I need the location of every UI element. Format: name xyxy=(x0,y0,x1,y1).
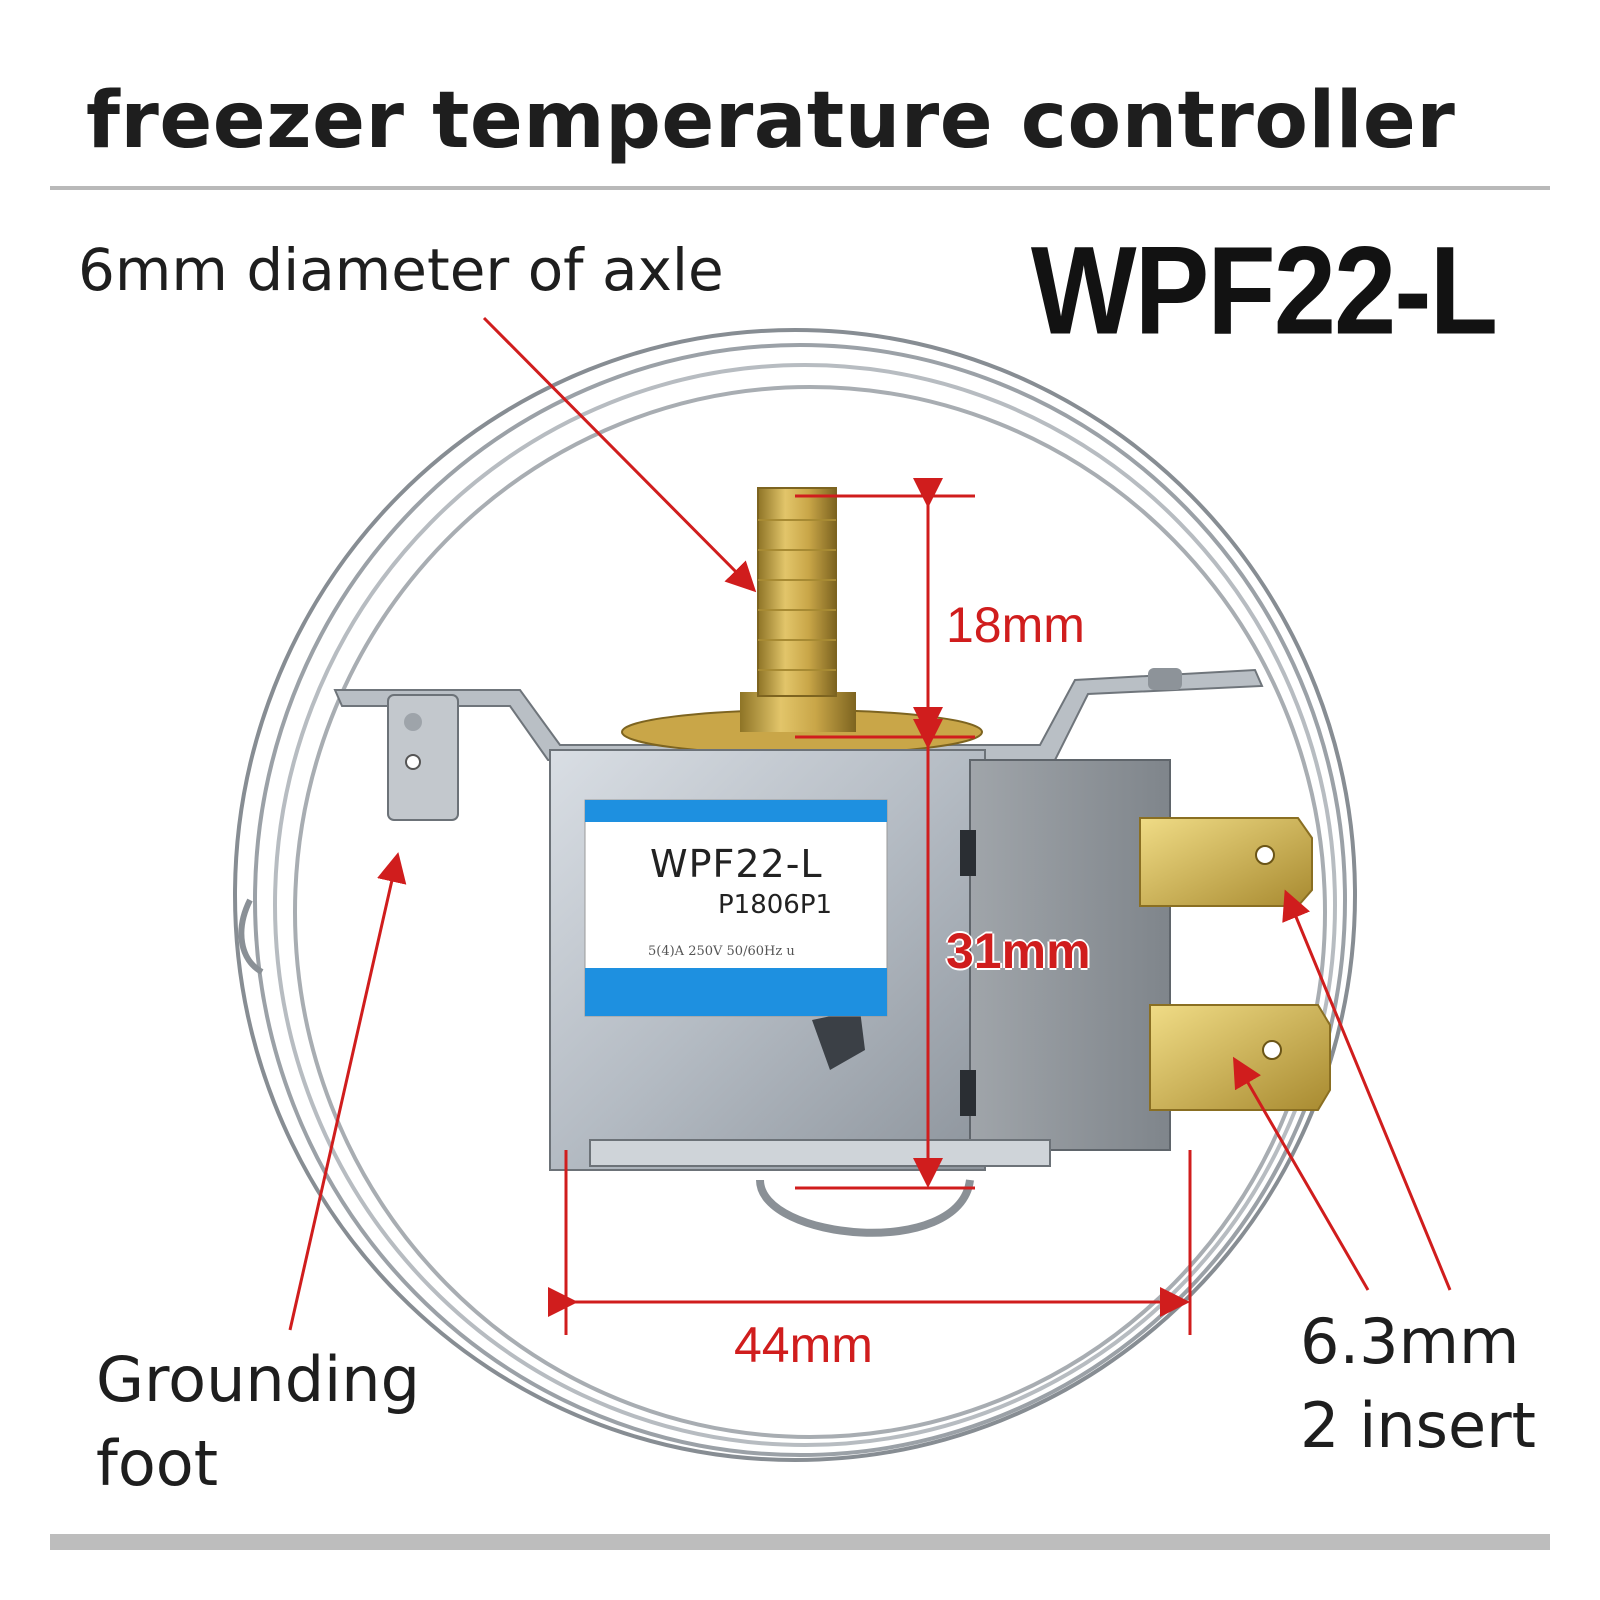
dimension-label-body-height: 31mm xyxy=(946,923,1091,979)
top-divider xyxy=(50,186,1550,190)
insert-callout-arrow-lower xyxy=(1232,1056,1370,1291)
axle-shaft xyxy=(621,487,983,755)
sticker-rating: 5(4)A 250V 50/60Hz u xyxy=(648,944,795,959)
dimension-label-axle-length: 18mm xyxy=(946,597,1085,653)
mounting-bracket xyxy=(333,668,1264,821)
insert-callout-arrow-upper xyxy=(1282,889,1452,1291)
dimension-annotations xyxy=(548,478,1192,1335)
dimension-label-body-width: 44mm xyxy=(734,1317,873,1373)
grounding-callout-arrow xyxy=(288,852,407,1331)
capillary-tube xyxy=(233,328,1357,1462)
callout-arrows xyxy=(288,316,1452,1331)
axle-callout-label: 6mm diameter of axle xyxy=(78,236,724,304)
bottom-divider xyxy=(50,1534,1550,1550)
model-heading: WPF22-L xyxy=(1030,220,1498,361)
grounding-callout-label: Grounding foot xyxy=(96,1343,420,1500)
grounding-foot xyxy=(387,694,459,821)
sticker-model-text: WPF22-L xyxy=(650,842,823,886)
page-title: freezer temperature controller xyxy=(86,76,1456,166)
insert-callout-label: 6.3mm 2 insert xyxy=(1300,1305,1536,1462)
terminal-housing xyxy=(969,759,1171,1151)
axle-callout-arrow xyxy=(482,316,757,593)
sticker-part-number: P1806P1 xyxy=(718,890,833,920)
controller-body xyxy=(549,749,1171,1237)
